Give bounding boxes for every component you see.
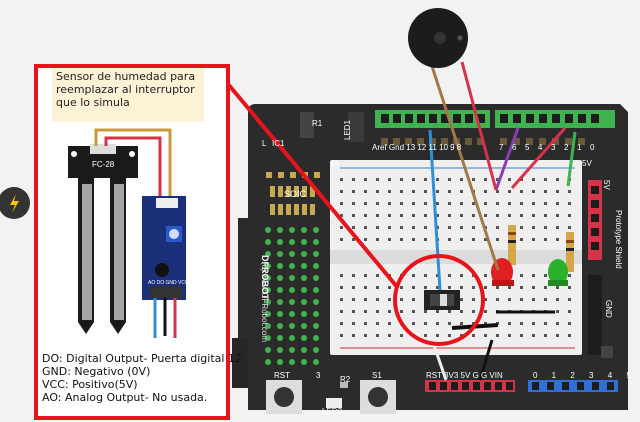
row-14-label: 14 [330, 159, 339, 168]
s1-pushbutton[interactable] [360, 380, 396, 414]
power-header-right [588, 180, 613, 358]
sensor-module [142, 196, 186, 300]
led1-label: LED1 [343, 119, 352, 140]
brown-wire [428, 59, 500, 271]
ic1-label: IC1 [272, 139, 285, 148]
sensor-panel [34, 64, 230, 420]
sensor-wire-2 [104, 136, 162, 200]
slide-switch[interactable] [424, 290, 460, 310]
soic-label: SOIC [284, 189, 307, 199]
header-num-3: 3 [551, 143, 556, 152]
green-led[interactable] [548, 232, 574, 286]
note-line-1: Sensor de humedad para [56, 70, 196, 83]
info-vcc: VCC: Positivo(5V) [42, 378, 138, 391]
module-pin-wires [153, 298, 177, 338]
buzzer-red-wire [460, 61, 498, 191]
five-v-label: 5V [582, 159, 592, 168]
highlight-pointer-line [226, 82, 400, 290]
header-num-7: 7 [499, 143, 504, 152]
led2-label: LED2 [322, 407, 343, 416]
header-num-0: 0 [590, 143, 595, 152]
proto-dot-grid [265, 227, 319, 365]
blue-wire [428, 129, 442, 291]
soic-pads [270, 186, 315, 215]
info-ao: AO: Analog Output- No usada. [42, 391, 208, 404]
green-wire [566, 131, 577, 187]
module-pins-label: AO DO GND VCC [148, 280, 189, 286]
white-wire [426, 327, 448, 381]
url-label: (c) www.DFRobot.com [260, 262, 269, 342]
note-line-3: que lo simula [56, 96, 130, 109]
header-num-2: 2 [564, 143, 569, 152]
gnd-side-label: GND [604, 300, 613, 318]
power-header-bottom[interactable] [425, 380, 515, 392]
lightning-icon [10, 194, 19, 213]
pin-info: DO: Digital Output- Puerta digital 12 GN… [42, 352, 242, 404]
note-box [52, 68, 204, 122]
right-5v-label: 5V [602, 180, 611, 190]
num-3-label: 3 [316, 371, 321, 380]
r2-label: R2 [340, 375, 351, 384]
rst-button-label: RST [274, 371, 290, 380]
buzzer[interactable] [408, 8, 468, 68]
note-line-2: reemplazar al interruptor [56, 83, 195, 96]
info-gnd: GND: Negativo (0V) [42, 365, 151, 378]
prototype-shield-board [232, 59, 628, 414]
header-labels: Aref Gnd 13 12 11 10 9 8 [372, 143, 462, 152]
header-num-5: 5 [525, 143, 530, 152]
analog-labels: 0 1 2 3 4 5 [533, 371, 637, 380]
black-wire-bottom [478, 339, 494, 381]
header-num-6: 6 [512, 143, 517, 152]
red-wire-top [510, 127, 567, 189]
probe-label: FC-28 [92, 160, 115, 169]
digital-header[interactable] [375, 110, 615, 128]
r1-label: R1 [312, 119, 323, 128]
analog-header[interactable] [528, 380, 618, 392]
s1-button-label: S1 [372, 371, 382, 380]
info-do: DO: Digital Output- Puerta digital 12 [42, 352, 242, 365]
highlight-circle [393, 254, 485, 346]
l-label: L [262, 139, 267, 148]
header-num-1: 1 [577, 143, 582, 152]
sensor-wire-1 [94, 128, 172, 200]
brand-label: DFROBOT [260, 255, 270, 300]
prototype-shield-label: Prototype Shield [614, 210, 623, 269]
note-text: Sensor de humedad para reemplazar al int… [56, 70, 206, 109]
purple-wire [494, 127, 520, 191]
rst-pushbutton[interactable] [266, 380, 302, 414]
board-connector [232, 338, 248, 388]
header-num-4: 4 [538, 143, 543, 152]
power-labels: RST 3V3 5V G G VIN [426, 371, 503, 380]
soil-probe [68, 144, 138, 334]
